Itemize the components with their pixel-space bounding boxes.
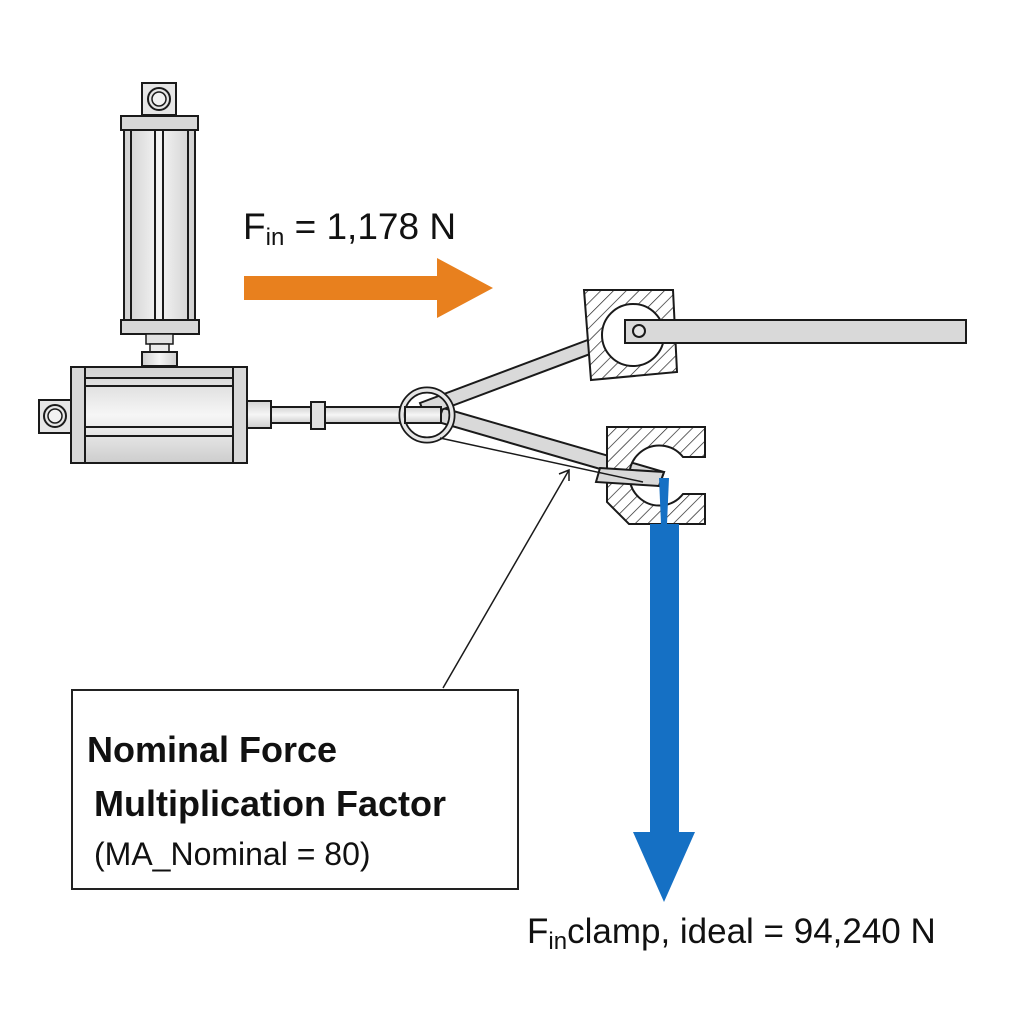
callout-leader-arrowhead xyxy=(558,468,570,481)
top-mount-eye-hole xyxy=(151,91,167,107)
rod-gland xyxy=(145,333,174,345)
link-outline-line xyxy=(439,437,644,483)
rear-end-cap xyxy=(70,366,86,464)
rear-mount-eye-hole xyxy=(47,408,63,424)
input-force-value: = 1,178 N xyxy=(284,206,457,247)
callout-leader-line xyxy=(442,469,570,689)
coupling-base xyxy=(141,351,178,367)
top-end-cap xyxy=(120,115,199,131)
input-force-symbol: F xyxy=(243,206,266,247)
output-force-arrow-tip xyxy=(659,478,669,524)
output-force-subscript: in xyxy=(548,928,568,955)
ma-callout-box: Nominal Force Multiplication Factor (MA_… xyxy=(71,689,519,890)
toggle-joint-ring-face xyxy=(400,388,454,442)
rod-collar xyxy=(310,401,326,430)
input-force-label: Fin = 1,178 N xyxy=(243,206,456,252)
output-force-label: Finclamp, ideal = 94,240 N xyxy=(527,912,936,956)
coupling-small xyxy=(149,343,170,353)
lower-toggle-link-end xyxy=(594,466,666,488)
front-end-cap xyxy=(232,366,248,464)
callout-title-line1: Nominal Force xyxy=(87,729,338,770)
callout-ma-value: (MA_Nominal = 80) xyxy=(94,836,371,872)
output-force-value: clamp, ideal = 94,240 N xyxy=(567,912,936,951)
vertical-cylinder xyxy=(120,82,200,367)
input-force-subscript: in xyxy=(265,224,285,251)
horizontal-barrel xyxy=(70,366,248,464)
piston-rod xyxy=(246,400,442,430)
input-force-arrow xyxy=(244,258,493,318)
clamp-arm-pin xyxy=(632,324,646,338)
clamp-arm xyxy=(624,319,967,344)
rod-nose xyxy=(246,400,272,429)
bottom-end-cap xyxy=(120,319,200,335)
horizontal-cylinder xyxy=(38,366,248,464)
callout-title-line2: Multiplication Factor xyxy=(94,783,447,824)
cylinder-barrel xyxy=(123,129,196,321)
rod-end xyxy=(404,406,442,424)
output-force-symbol: F xyxy=(527,912,549,951)
output-force-arrow xyxy=(633,524,695,902)
